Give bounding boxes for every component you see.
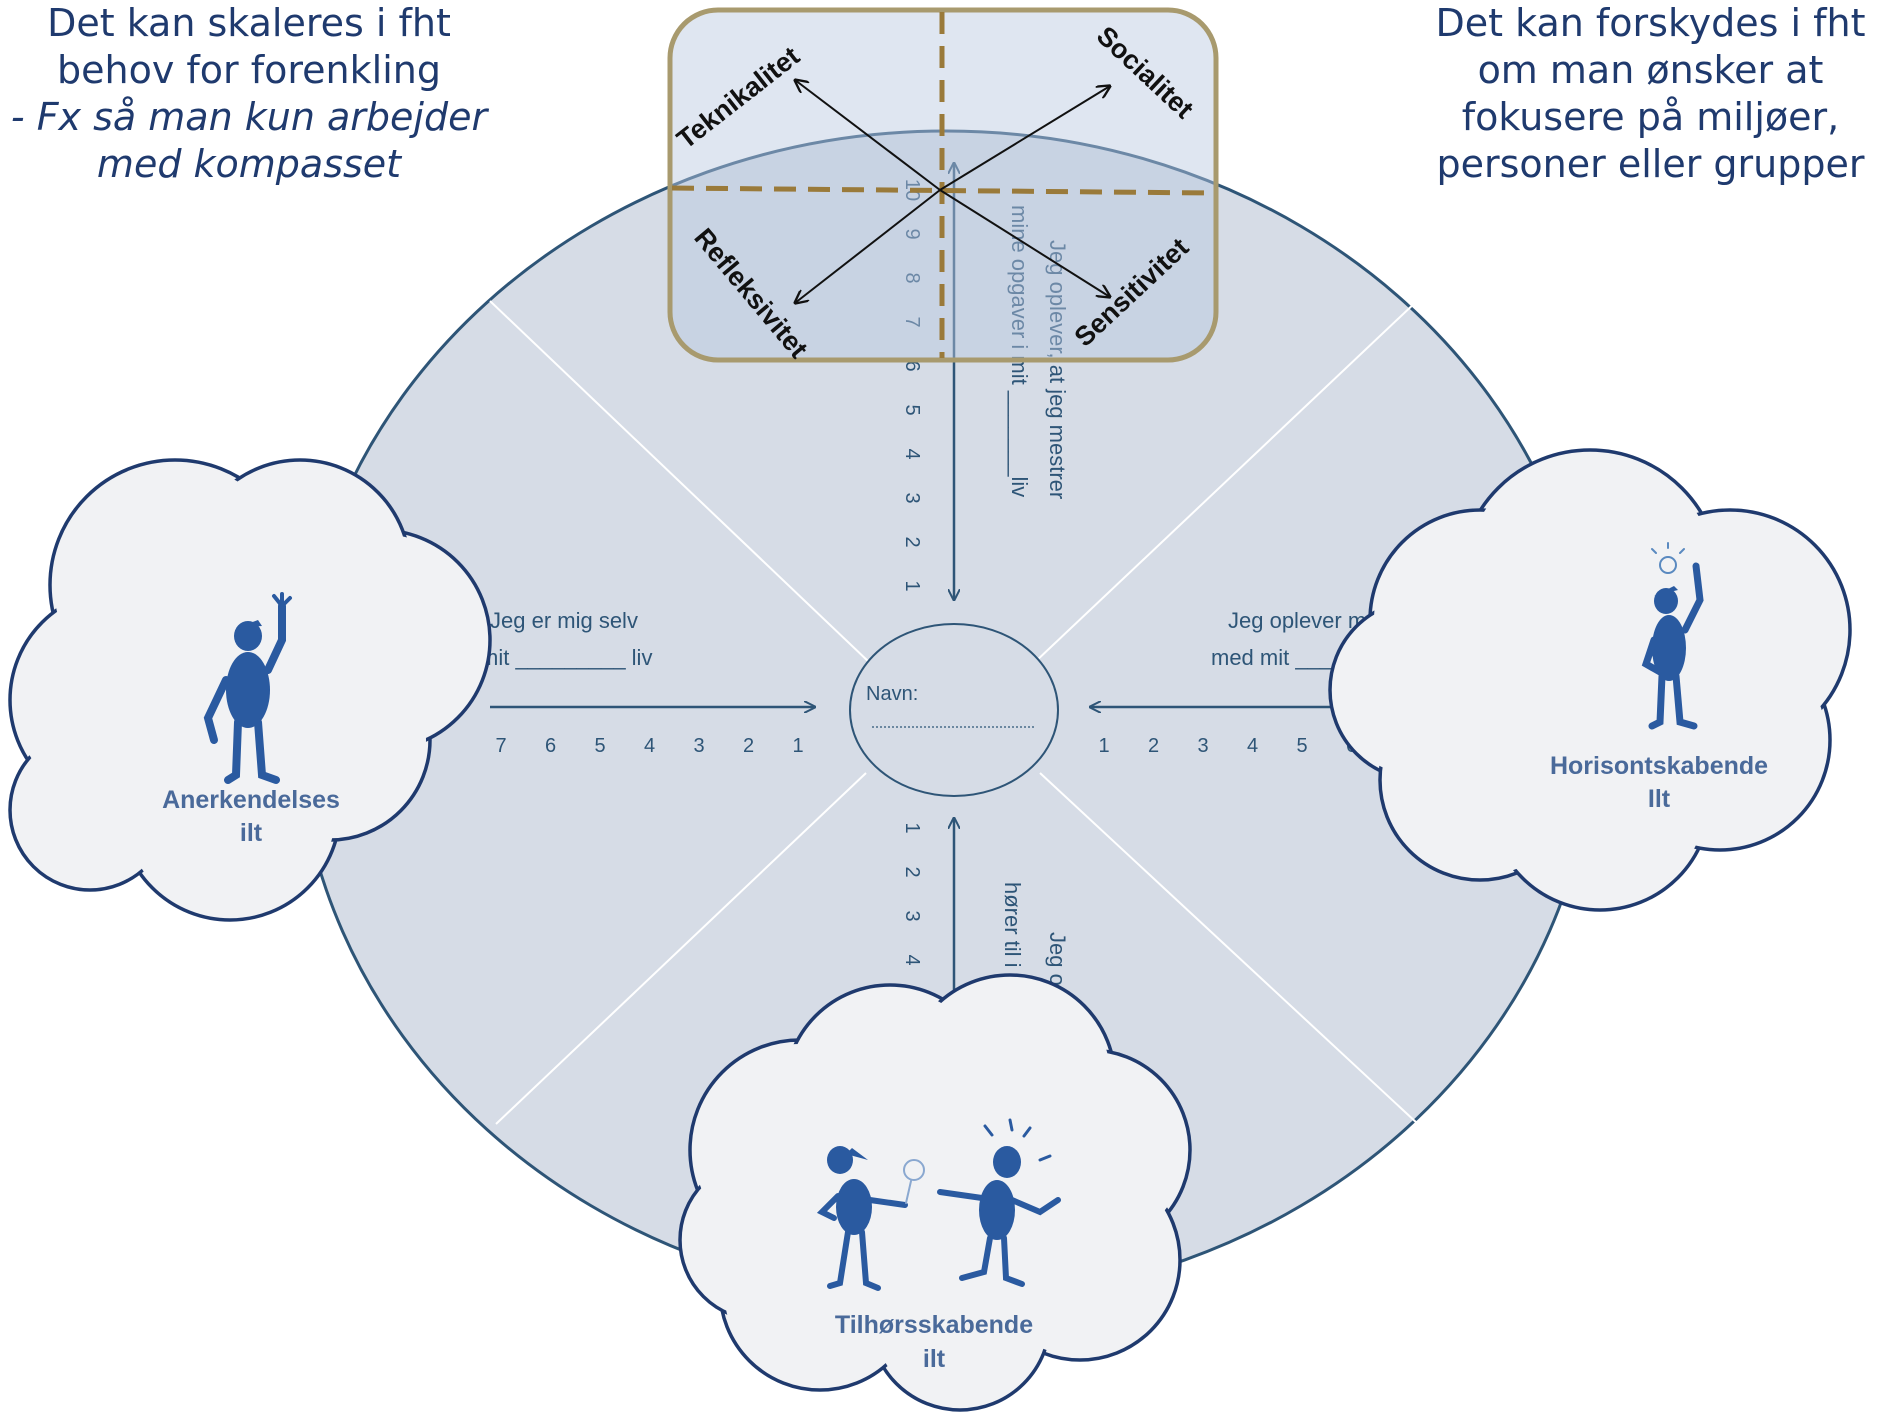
cloud-bottom: Tilhørsskabende ilt	[678, 973, 1192, 1412]
cloud-right-line1: Horisontskabende	[1550, 752, 1768, 780]
compass-box: Teknikalitet Socialitet Refleksivitet Se…	[667, 7, 1219, 364]
name-label: Navn:	[866, 683, 918, 705]
axis-bottom-tick-3: 3	[901, 910, 923, 921]
compass-arrow-ne	[939, 86, 1110, 191]
cloud-bottom-line2: ilt	[923, 1345, 946, 1373]
axis-bottom-tick-1: 1	[901, 822, 923, 833]
axis-left-tick-3: 3	[693, 735, 704, 757]
axis-top-tick-9: 9	[901, 228, 923, 239]
axis-left-tick-4: 4	[644, 735, 655, 757]
axis-left-tick-2: 2	[743, 735, 754, 757]
cloud-right-line2: Ilt	[1648, 785, 1671, 813]
axis-right-tick-4: 4	[1247, 735, 1258, 757]
axis-right-tick-3: 3	[1197, 735, 1208, 757]
cloud-left-line1: Anerkendelses	[162, 786, 340, 814]
compass-arrow-se	[939, 189, 1110, 297]
two-people-flower-icon	[816, 1118, 1061, 1291]
axis-left-tick-7: 7	[495, 735, 506, 757]
axis-left-line2: mit _________ liv	[480, 645, 652, 670]
axis-left-line1: Jeg er mig selv	[490, 608, 638, 633]
axis-top-tick-5: 5	[901, 404, 923, 415]
axis-right-tick-5: 5	[1296, 735, 1307, 757]
note-left-line3: - Fx så man kun arbejder	[10, 95, 488, 140]
note-left-line1: Det kan skaleres i fht	[47, 1, 451, 45]
note-right: Det kan forskydes i fht om man ønsker at…	[1408, 0, 1893, 188]
axis-right-tick-2: 2	[1148, 735, 1159, 757]
axis-top-tick-3: 3	[901, 492, 923, 503]
axis-top-tick-4: 4	[901, 448, 923, 459]
name-ellipse	[849, 623, 1059, 797]
axis-bottom-tick-2: 2	[901, 866, 923, 877]
axis-left-tick-1: 1	[792, 735, 803, 757]
axis-top-tick-7: 7	[901, 316, 923, 327]
sector-line-nw	[489, 300, 871, 664]
name-field[interactable]: Navn:	[849, 623, 1059, 797]
cloud-right: Horisontskabende Ilt	[1328, 448, 1852, 912]
axis-top: Jeg oplever, at jeg mestrer mine opgaver…	[901, 163, 1070, 600]
compass-dash-horizontal	[671, 185, 1215, 196]
axis-top-tick-1: 1	[901, 580, 923, 591]
axis-bottom-tick-4: 4	[901, 954, 923, 965]
axis-top-line2: mine opgaver i mit _______liv	[1007, 205, 1032, 497]
axis-top-tick-2: 2	[901, 536, 923, 547]
note-left-line4: med kompasset	[96, 142, 402, 187]
sector-line-se	[1039, 772, 1419, 1125]
sector-line-ne	[1033, 299, 1419, 664]
axis-left: Jeg er mig selv mit _________ liv 7 6 5 4 3 2…	[480, 608, 815, 757]
sector-line-sw	[495, 772, 867, 1125]
note-left: Det kan skaleres i fht behov for forenkl…	[0, 0, 498, 188]
compass-arrow-sw	[795, 189, 941, 303]
axis-left-tick-5: 5	[594, 735, 605, 757]
axis-left-tick-6: 6	[545, 735, 556, 757]
note-right-line4: personer eller grupper	[1436, 142, 1865, 187]
axis-top-tick-6: 6	[901, 360, 923, 371]
cloud-left-line2: ilt	[240, 819, 263, 847]
axis-right-tick-1: 1	[1098, 735, 1109, 757]
axis-top-tick-8: 8	[901, 272, 923, 283]
axis-top-line1: Jeg oplever, at jeg mestrer	[1045, 240, 1070, 499]
waving-person-icon	[203, 592, 292, 784]
note-right-line2: om man ønsker at	[1477, 48, 1824, 93]
cloud-left: Anerkendelses ilt	[8, 458, 492, 922]
note-right-line3: fokusere på miljøer,	[1461, 95, 1840, 140]
note-left-line2: behov for forenkling	[57, 48, 441, 93]
note-right-line1: Det kan forskydes i fht	[1435, 1, 1866, 45]
idea-person-icon	[1641, 542, 1704, 730]
cloud-bottom-line1: Tilhørsskabende	[835, 1311, 1033, 1339]
compass-arrow-nw	[795, 80, 941, 191]
